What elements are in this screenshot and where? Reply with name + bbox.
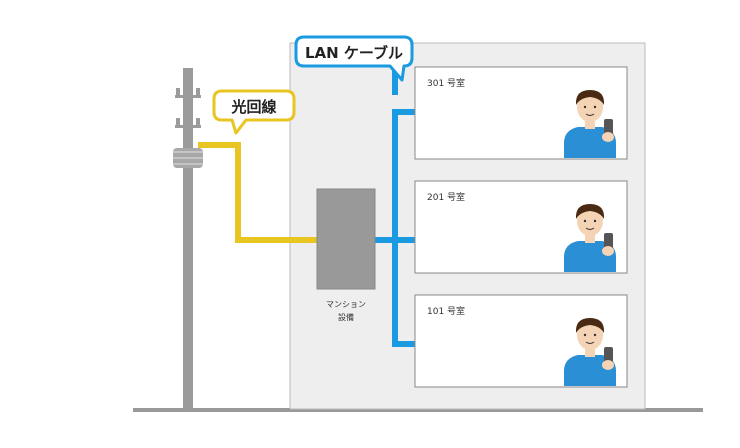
equipment-label-line1: マンション — [326, 300, 366, 309]
utility-pole — [173, 68, 203, 410]
lan-callout: LAN ケーブル — [294, 35, 414, 82]
room-label: 101 号室 — [427, 305, 465, 317]
person-with-phone-icon — [564, 204, 616, 272]
person-with-phone-icon — [564, 318, 616, 386]
fiber-line — [198, 142, 318, 243]
room-label: 201 号室 — [427, 191, 465, 203]
lan-cables — [375, 70, 418, 347]
building-equipment-box — [317, 189, 375, 289]
room-label: 301 号室 — [427, 77, 465, 89]
ground-line — [133, 408, 703, 412]
lan-callout-label: LAN ケーブル — [305, 44, 403, 62]
person-with-phone-icon — [564, 90, 616, 158]
fiber-callout: 光回線 — [212, 89, 296, 135]
equipment-label-line2: 設備 — [338, 312, 354, 322]
fiber-callout-label: 光回線 — [230, 98, 276, 116]
